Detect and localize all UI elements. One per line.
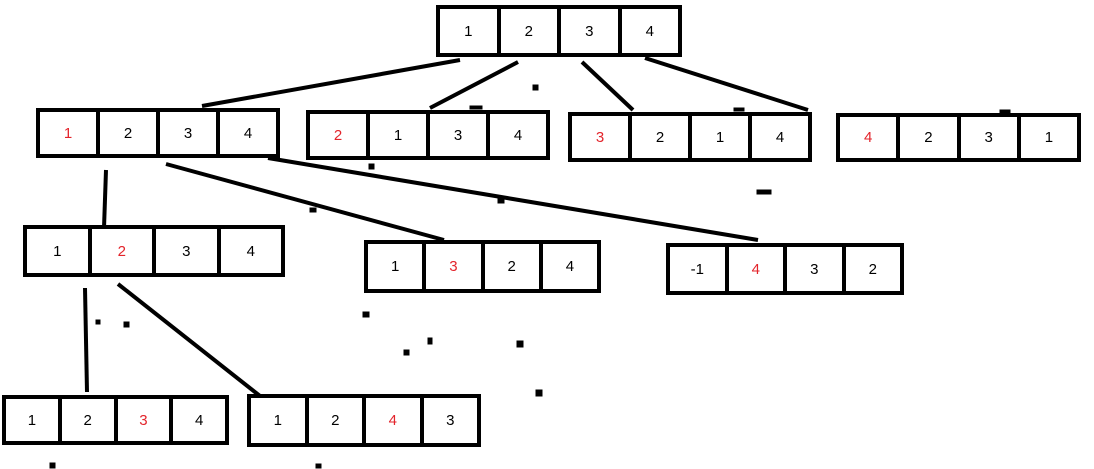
node-cell: 4 bbox=[538, 244, 597, 289]
node-cell: 2 bbox=[57, 399, 114, 441]
node-cell: 4 bbox=[216, 229, 282, 273]
edge-root-l1a bbox=[201, 58, 461, 108]
node-cell: 1 bbox=[27, 411, 37, 429]
node-cell: 2 bbox=[496, 9, 558, 53]
node-cell: 1 bbox=[273, 412, 282, 429]
node-cell: 2 bbox=[896, 117, 956, 158]
node-cell: 1 bbox=[366, 114, 426, 156]
node-cell: 3 bbox=[783, 247, 842, 291]
node-cell: 4 bbox=[724, 247, 784, 291]
node-cell: 4 bbox=[169, 399, 225, 441]
node-cell: 3 bbox=[422, 244, 480, 289]
node-cell: 1 bbox=[53, 242, 62, 260]
edge-root-l1d bbox=[644, 56, 809, 112]
node-cell: 4 bbox=[362, 398, 420, 443]
node-l1a: 1 2 3 4 bbox=[36, 108, 280, 158]
node-cell: 1 bbox=[390, 258, 400, 275]
node-l3a: 1 2 3 4 bbox=[2, 395, 229, 445]
node-cell: 1 bbox=[63, 124, 73, 142]
node-cell: 2 bbox=[87, 229, 153, 273]
node-cell: 3 bbox=[113, 399, 170, 441]
node-cell: -1 bbox=[690, 260, 704, 278]
edge-l1a-l2c bbox=[267, 156, 759, 242]
node-cell: 4 bbox=[617, 9, 679, 53]
node-cell: 4 bbox=[486, 114, 546, 156]
edge-l1a-l2a bbox=[102, 169, 108, 229]
node-cell: 2 bbox=[841, 247, 901, 291]
node-cell: 2 bbox=[628, 116, 688, 158]
node-l2b: 1 3 2 4 bbox=[364, 240, 601, 293]
node-cell: 2 bbox=[480, 244, 539, 289]
node-l2c: -1 4 3 2 bbox=[666, 243, 904, 295]
node-cell: 2 bbox=[96, 112, 156, 154]
node-cell: 4 bbox=[748, 116, 808, 158]
node-l2a: 1 2 3 4 bbox=[23, 225, 285, 277]
node-cell: 3 bbox=[426, 114, 486, 156]
edge-root-l1c bbox=[580, 60, 635, 112]
node-cell: 1 bbox=[1016, 117, 1077, 158]
node-cell: 1 bbox=[464, 22, 473, 40]
node-cell: 3 bbox=[419, 398, 478, 443]
edge-root-l1b bbox=[429, 60, 519, 110]
edge-l2a-l3b bbox=[116, 282, 262, 398]
node-cell: 2 bbox=[333, 126, 343, 144]
stray-marks bbox=[49, 84, 1011, 469]
node-cell: 1 bbox=[688, 116, 748, 158]
node-cell: 3 bbox=[152, 229, 217, 273]
node-l1d: 4 2 3 1 bbox=[836, 113, 1081, 162]
node-root: 1 2 3 4 bbox=[436, 5, 682, 57]
node-cell: 2 bbox=[304, 398, 363, 443]
node-cell: 3 bbox=[956, 117, 1017, 158]
node-cell: 4 bbox=[863, 129, 873, 146]
node-cell: 3 bbox=[557, 9, 618, 53]
node-cell: 3 bbox=[156, 112, 216, 154]
node-cell: 4 bbox=[216, 112, 276, 154]
edge-l1a-l2b bbox=[165, 162, 445, 242]
node-cell: 3 bbox=[595, 128, 605, 146]
node-l3b: 1 2 4 3 bbox=[247, 394, 481, 447]
edge-l2a-l3a bbox=[83, 287, 89, 393]
node-l1c: 3 2 1 4 bbox=[568, 112, 812, 162]
node-l1b: 2 1 3 4 bbox=[306, 110, 550, 160]
